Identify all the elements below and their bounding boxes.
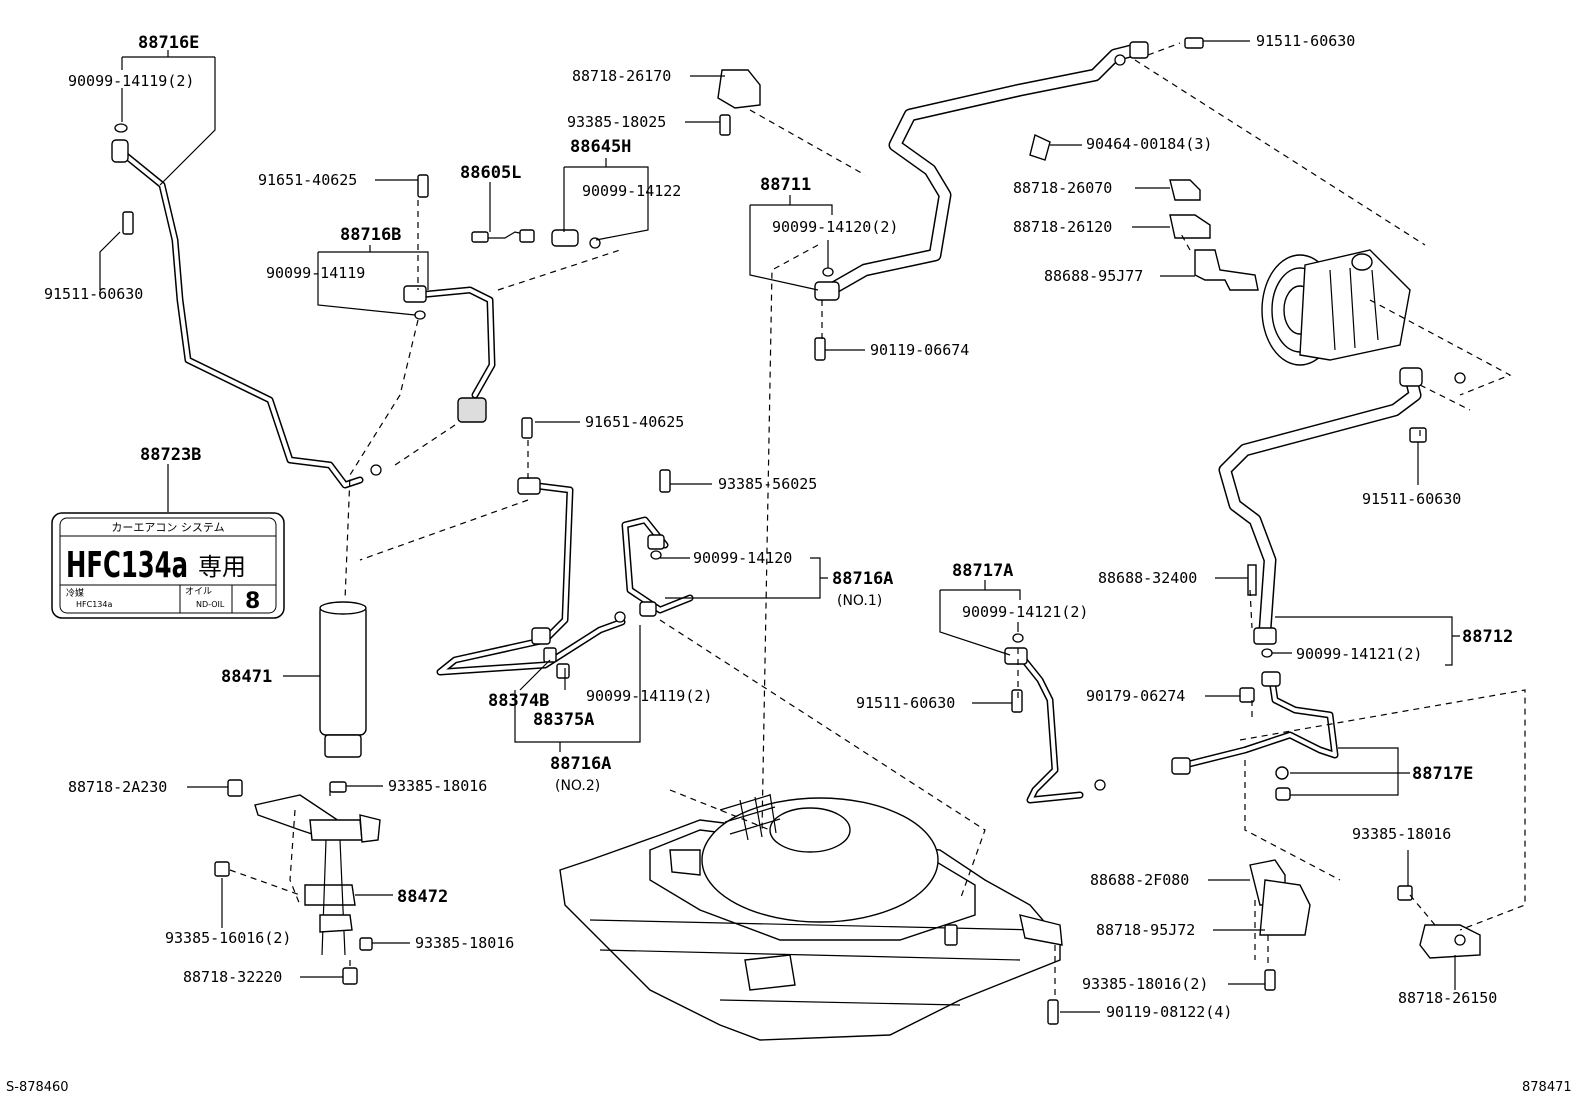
diagram-id-right: 878471 bbox=[1522, 1080, 1572, 1095]
clamp-88718-26070 bbox=[1169, 179, 1201, 201]
label-91651-40625-b: 91651-40625 bbox=[585, 413, 684, 431]
pipe-88716B bbox=[403, 285, 496, 423]
label-88716A-no1-sub: (NO.1) bbox=[837, 593, 882, 609]
label-90099-14119-b: 90099-14119 bbox=[266, 264, 365, 282]
label-91511-60630-topright: 91511-60630 bbox=[1256, 32, 1355, 50]
label-exclusive: 専用 bbox=[198, 553, 246, 581]
label-88718-32220: 88718-32220 bbox=[183, 968, 282, 986]
label-header: カーエアコン システム bbox=[111, 521, 224, 534]
bolts bbox=[122, 37, 1427, 1025]
label-88716A-no2-sub: (NO.2) bbox=[555, 778, 600, 794]
pressure-switch-88645H bbox=[551, 229, 601, 249]
label-88717E: 88717E bbox=[1412, 764, 1473, 784]
clip-90464-00184 bbox=[1029, 134, 1051, 161]
part-labels: 88716E 90099-14119(2) 91511-60630 91651-… bbox=[6, 32, 1572, 1095]
label-90099-14120: 90099-14120 bbox=[693, 549, 792, 567]
label-93385-18016-c: 93385-18016 bbox=[1352, 825, 1451, 843]
label-88645H: 88645H bbox=[570, 137, 631, 157]
hose-88712 bbox=[1218, 367, 1423, 645]
evaporator-unit bbox=[559, 793, 1063, 1041]
bracket-88718-26170 bbox=[717, 69, 761, 109]
label-oil-value: ND-OIL bbox=[196, 600, 225, 609]
label-90099-14119-2-top: 90099-14119(2) bbox=[68, 72, 194, 90]
label-refrigerant-small: HFC134a bbox=[76, 600, 112, 609]
label-88712: 88712 bbox=[1462, 627, 1513, 647]
label-88374B: 88374B bbox=[488, 691, 549, 711]
label-91511-60630-left: 91511-60630 bbox=[44, 285, 143, 303]
pipe-88716A-no2 bbox=[436, 477, 626, 676]
label-91511-60630-right: 91511-60630 bbox=[1362, 490, 1461, 508]
label-93385-18025: 93385-18025 bbox=[567, 113, 666, 131]
label-88472: 88472 bbox=[397, 887, 448, 907]
cap-88717E-a bbox=[1275, 766, 1289, 780]
label-90119-06674: 90119-06674 bbox=[870, 341, 969, 359]
label-93385-18016-2: 93385-18016(2) bbox=[1082, 975, 1208, 993]
label-refrigerant-label: 冷媒 bbox=[66, 587, 84, 599]
o-rings bbox=[114, 54, 1466, 791]
valve-88374B bbox=[543, 647, 557, 663]
label-88375A: 88375A bbox=[533, 710, 594, 730]
label-91511-60630-mid: 91511-60630 bbox=[856, 694, 955, 712]
label-88716B: 88716B bbox=[340, 225, 401, 245]
leader-lines bbox=[99, 40, 1460, 1013]
label-90464-00184-3: 90464-00184(3) bbox=[1086, 135, 1212, 153]
clamp-88718-26120 bbox=[1169, 214, 1211, 239]
bolt-88688-32400 bbox=[1247, 564, 1257, 596]
label-90099-14122: 90099-14122 bbox=[582, 182, 681, 200]
label-88716A-no2: 88716A bbox=[550, 754, 611, 774]
pipe-88717A bbox=[1004, 647, 1084, 804]
label-refrigerant: HFC134a bbox=[66, 545, 188, 586]
label-90179-06274: 90179-06274 bbox=[1086, 687, 1185, 705]
label-88716A-no1: 88716A bbox=[832, 569, 893, 589]
clip-88718-32220 bbox=[342, 967, 358, 985]
label-88716E: 88716E bbox=[138, 33, 199, 53]
label-88718-2A230: 88718-2A230 bbox=[68, 778, 167, 796]
pipe-88716E bbox=[111, 139, 364, 489]
compressor-bracket bbox=[1194, 249, 1259, 291]
label-88718-26150: 88718-26150 bbox=[1398, 989, 1497, 1007]
label-90099-14121-2-b: 90099-14121(2) bbox=[1296, 645, 1422, 663]
diagram-id-left: S-878460 bbox=[6, 1080, 69, 1095]
label-88605L: 88605L bbox=[460, 163, 521, 183]
label-88718-26070: 88718-26070 bbox=[1013, 179, 1112, 197]
label-90099-14121-2-a: 90099-14121(2) bbox=[962, 603, 1088, 621]
label-90119-08122-4: 90119-08122(4) bbox=[1106, 1003, 1232, 1021]
label-90099-14119-2-mid: 90099-14119(2) bbox=[586, 687, 712, 705]
receiver-bracket-88472 bbox=[254, 794, 381, 956]
label-88718-26170: 88718-26170 bbox=[572, 67, 671, 85]
label-oil-number: 8 bbox=[245, 589, 260, 614]
label-93385-16016-2: 93385-16016(2) bbox=[165, 929, 291, 947]
wire-88605L bbox=[471, 229, 535, 243]
hose-88711 bbox=[814, 41, 1149, 301]
label-88711: 88711 bbox=[760, 175, 811, 195]
label-93385-56025: 93385-56025 bbox=[718, 475, 817, 493]
label-90099-14120-2: 90099-14120(2) bbox=[772, 218, 898, 236]
clamp-88718-26150 bbox=[1419, 924, 1481, 959]
cap-88717E-b bbox=[1275, 787, 1291, 801]
reference-lines bbox=[229, 42, 1526, 1000]
label-oil-label: オイル bbox=[185, 586, 212, 597]
clip-88718-2A230 bbox=[227, 779, 243, 797]
label-93385-18016-a: 93385-18016 bbox=[388, 777, 487, 795]
label-88688-2F080: 88688-2F080 bbox=[1090, 871, 1189, 889]
label-88718-26120: 88718-26120 bbox=[1013, 218, 1112, 236]
pipe-88716A-no1 bbox=[621, 516, 694, 617]
label-88688-95J77: 88688-95J77 bbox=[1044, 267, 1143, 285]
pipe-88717E bbox=[1171, 671, 1339, 775]
label-91651-40625-a: 91651-40625 bbox=[258, 171, 357, 189]
cap-88375A bbox=[556, 663, 570, 679]
nut-90179-06274 bbox=[1239, 687, 1255, 703]
label-88471: 88471 bbox=[221, 667, 272, 687]
caution-label-88723B: カーエアコン システム HFC134a 専用 冷媒 HFC134a オイル ND… bbox=[51, 512, 285, 619]
label-88688-32400: 88688-32400 bbox=[1098, 569, 1197, 587]
label-93385-18016-b: 93385-18016 bbox=[415, 934, 514, 952]
label-88723B: 88723B bbox=[140, 445, 201, 465]
compressor bbox=[1261, 249, 1411, 366]
label-88718-95J72: 88718-95J72 bbox=[1096, 921, 1195, 939]
receiver-drier-88471 bbox=[319, 601, 367, 758]
pipe-fitting bbox=[111, 139, 129, 163]
label-88717A: 88717A bbox=[952, 561, 1013, 581]
blower-bracket bbox=[1249, 859, 1311, 936]
